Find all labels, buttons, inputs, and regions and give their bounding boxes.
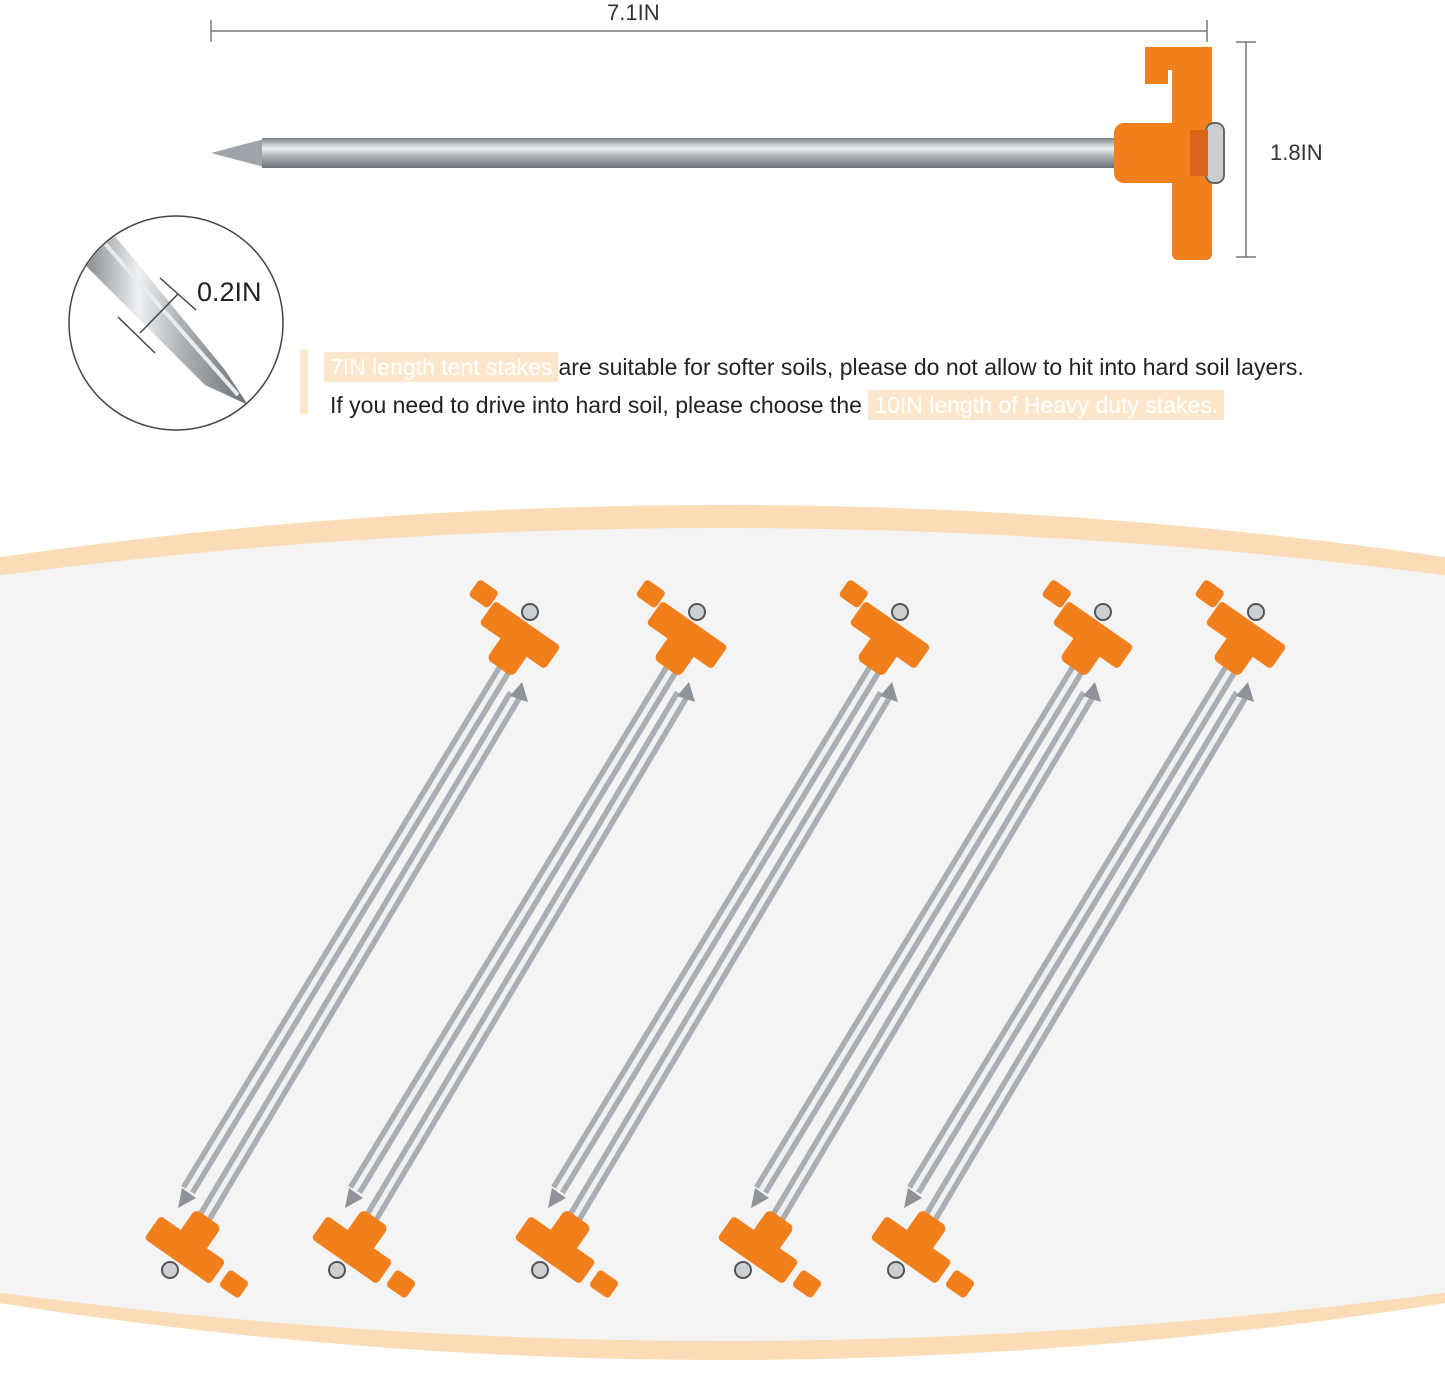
stake-head-collar: [745, 1211, 793, 1261]
height-label: 1.8IN: [1270, 140, 1323, 165]
stake-shaft-highlight: [770, 693, 1091, 1227]
description-line-2: If you need to drive into hard soil, ple…: [330, 390, 1225, 420]
stake-shaft-highlight: [758, 658, 1086, 1192]
length-label: 7.1IN: [607, 0, 660, 25]
stake-head-rivet: [1247, 603, 1265, 621]
stake-tip: [677, 682, 695, 702]
stake-shaft-highlight: [185, 658, 513, 1192]
stake-shaft-highlight: [352, 658, 680, 1192]
highlight-7in: 7IN length tent stakes: [324, 352, 559, 382]
stake-head-rivet: [1094, 603, 1112, 621]
stake-head-hook: [1042, 580, 1071, 608]
stake-head-hook: [636, 580, 665, 608]
stake-tip: [880, 682, 898, 702]
stake-head-rivet: [891, 603, 909, 621]
stake-head-hook: [946, 1270, 974, 1298]
stake-head-hook: [387, 1270, 415, 1298]
stake-head-hook: [793, 1270, 821, 1298]
stake-head-collar: [898, 1211, 946, 1261]
stake-head-rivet: [734, 1261, 752, 1279]
stake-shaft-highlight: [911, 658, 1239, 1192]
stake-head-collar: [1061, 625, 1109, 675]
stake-head-hook: [590, 1270, 618, 1298]
stake-head-collar: [172, 1211, 220, 1261]
highlight-10in: 10IN length of Heavy duty stakes.: [868, 390, 1225, 420]
stake-head-hook: [469, 580, 498, 608]
stake-head-hook: [220, 1270, 248, 1298]
stake-tip: [751, 1188, 769, 1208]
stake-head-rivet: [531, 1261, 549, 1279]
stake-shaft: [211, 138, 1128, 168]
stake-head-rivet: [161, 1261, 179, 1279]
stake-tip: [1083, 682, 1101, 702]
stake-pair: [312, 580, 727, 1298]
stake-head-rivet: [688, 603, 706, 621]
stake-tip: [548, 1188, 566, 1208]
stake-shaft-highlight: [923, 693, 1244, 1227]
stake-head-rivet: [887, 1261, 905, 1279]
stake-head-collar: [488, 625, 536, 675]
stake-pair: [515, 580, 930, 1298]
stake-pair: [718, 580, 1133, 1298]
height-dimension-line: [1236, 41, 1256, 258]
stake-head-hook: [1195, 580, 1224, 608]
stake-tip: [345, 1188, 363, 1208]
stake-head-collar: [542, 1211, 590, 1261]
stake-tip: [904, 1188, 922, 1208]
stake-shaft-highlight: [567, 693, 888, 1227]
stake-head-collar: [339, 1211, 387, 1261]
stake-pair: [145, 580, 560, 1298]
diameter-label: 0.2IN: [197, 277, 262, 307]
tip-zoom-circle: [68, 215, 284, 431]
stake-tip: [178, 1188, 196, 1208]
stake-tip: [510, 682, 528, 702]
description-line-2-text: If you need to drive into hard soil, ple…: [330, 392, 862, 418]
stake-head-rivet: [328, 1261, 346, 1279]
stake-head-rivet: [521, 603, 539, 621]
stake-shaft-highlight: [364, 693, 685, 1227]
stake-head: [1114, 47, 1225, 260]
stake-head-collar: [1214, 625, 1262, 675]
stake-head-hook: [839, 580, 868, 608]
length-dimension-line: [210, 20, 1208, 42]
main-stake-diagram: [68, 20, 1256, 431]
stake-shaft-highlight: [197, 693, 518, 1227]
stake-shaft-highlight: [555, 658, 883, 1192]
description-line-1-text: are suitable for softer soils, please do…: [558, 354, 1304, 380]
stake-head-collar: [655, 625, 703, 675]
stake-tip: [1236, 682, 1254, 702]
stake-head-collar: [858, 625, 906, 675]
description-accent-bar: [300, 350, 308, 414]
stake-pair: [871, 580, 1286, 1298]
